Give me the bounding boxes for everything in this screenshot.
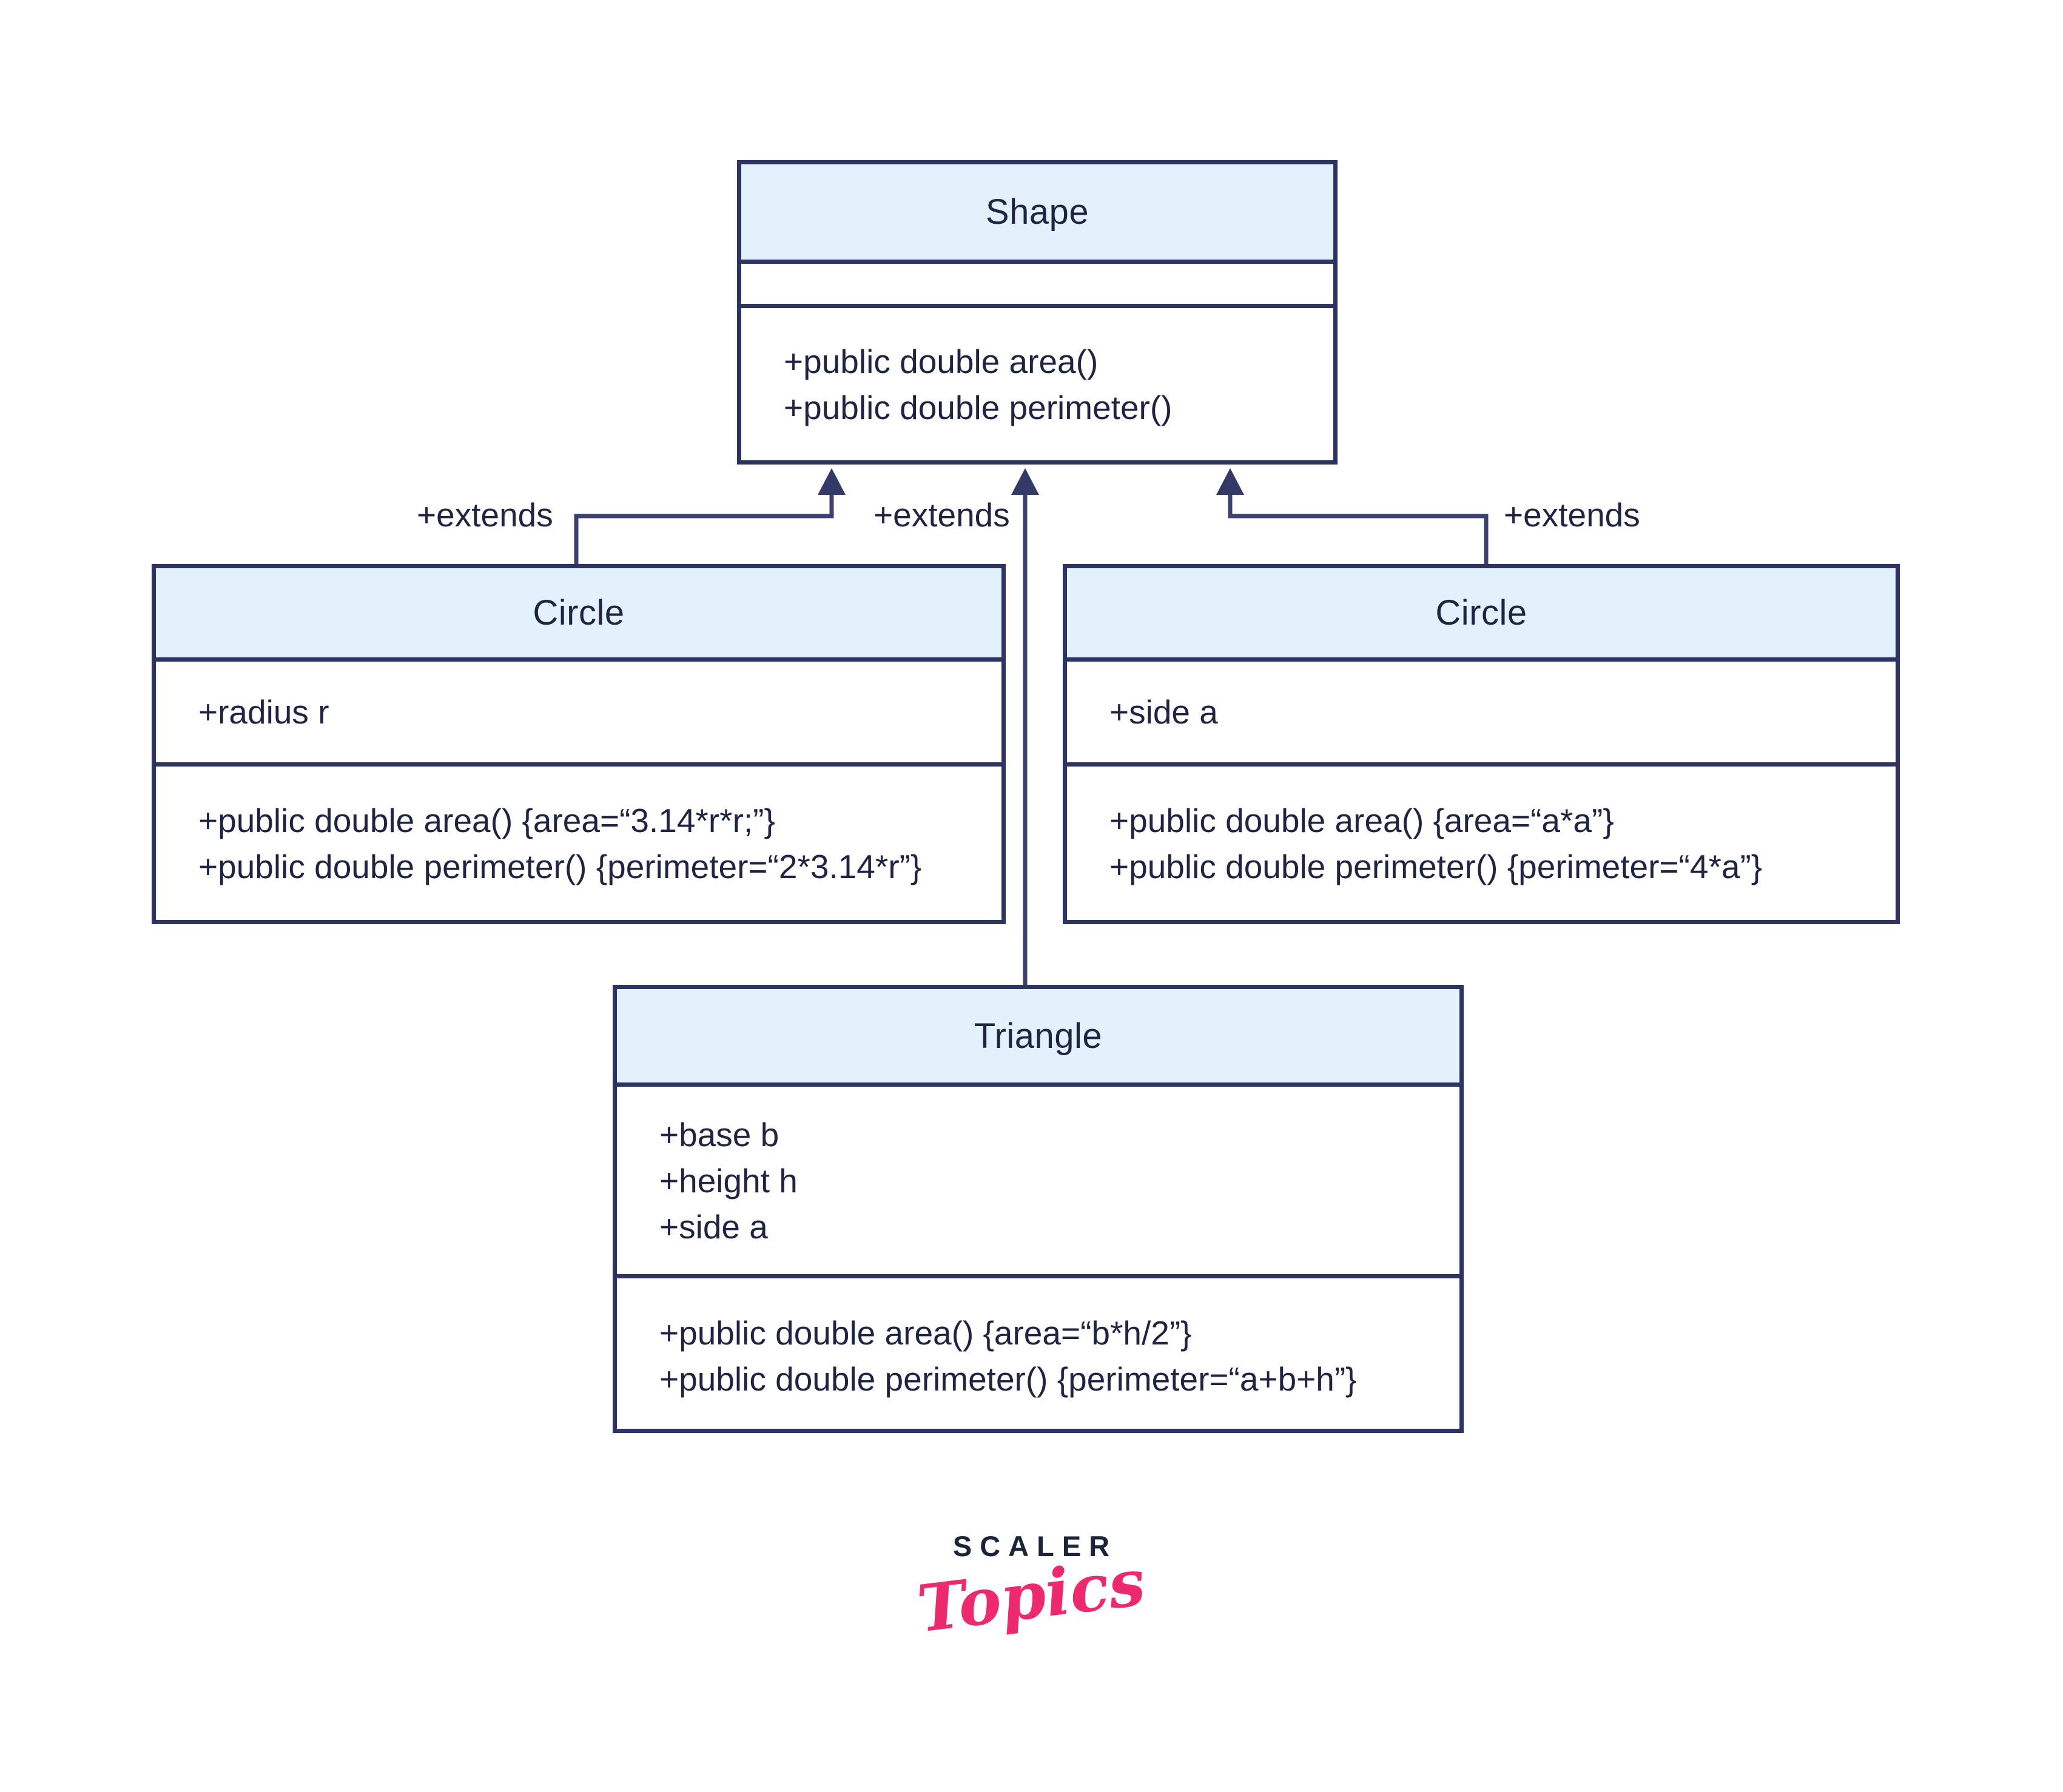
class-attributes-triangle: +base b +height h +side a xyxy=(617,1082,1459,1274)
method-line: +public double perimeter() {perimeter=“2… xyxy=(198,847,922,885)
edge-label-extends-right: +extends xyxy=(1504,496,1640,534)
attribute-line: +base b xyxy=(659,1115,779,1153)
class-methods-circle-left: +public double area() {area=“3.14*r*r;”}… xyxy=(156,762,1001,920)
class-methods-shape: +public double area() +public double per… xyxy=(741,304,1333,460)
attribute-line: +radius r xyxy=(198,693,329,731)
class-methods-circle-right: +public double area() {area=“a*a”} +publ… xyxy=(1067,762,1896,920)
edge-circle-right-to-shape xyxy=(1228,492,1489,565)
class-title-triangle: Triangle xyxy=(617,989,1459,1082)
class-box-triangle: Triangle +base b +height h +side a +publ… xyxy=(613,985,1464,1433)
logo-wordmark-scaler: SCALER xyxy=(952,1530,1118,1562)
edge-label-extends-left: +extends xyxy=(417,496,553,534)
class-box-circle-right: Circle +side a +public double area() {ar… xyxy=(1063,564,1900,924)
method-line: +public double area() {area=“a*a”} xyxy=(1109,801,1614,839)
method-line: +public double area() {area=“3.14*r*r;”} xyxy=(198,801,775,839)
class-box-shape: Shape +public double area() +public doub… xyxy=(737,160,1338,465)
scaler-topics-logo: SCALER Topics xyxy=(895,1529,1168,1646)
arrowhead-icon xyxy=(818,468,846,495)
edge-label-extends-center: +extends xyxy=(873,496,1010,534)
class-attributes-shape xyxy=(741,260,1333,304)
attribute-line: +side a xyxy=(659,1207,768,1246)
attribute-line: +side a xyxy=(1109,693,1218,731)
class-attributes-circle-left: +radius r xyxy=(156,657,1001,762)
method-line: +public double perimeter() {perimeter=“4… xyxy=(1109,847,1763,885)
method-line: +public double perimeter() xyxy=(784,388,1173,426)
class-box-circle-left: Circle +radius r +public double area() {… xyxy=(152,564,1006,924)
method-line: +public double perimeter() {perimeter=“a… xyxy=(659,1360,1357,1398)
attribute-line: +height h xyxy=(659,1161,798,1200)
class-methods-triangle: +public double area() {area=“b*h/2”} +pu… xyxy=(617,1274,1459,1433)
class-title-circle-right: Circle xyxy=(1067,568,1896,657)
method-line: +public double area() {area=“b*h/2”} xyxy=(659,1314,1192,1352)
edge-circle-left-to-shape xyxy=(574,492,834,565)
arrowhead-icon xyxy=(1216,468,1244,495)
arrowhead-icon xyxy=(1011,468,1039,495)
class-attributes-circle-right: +side a xyxy=(1067,657,1896,762)
class-title-circle-left: Circle xyxy=(156,568,1001,657)
method-line: +public double area() xyxy=(784,342,1099,380)
class-title-shape: Shape xyxy=(741,164,1333,260)
